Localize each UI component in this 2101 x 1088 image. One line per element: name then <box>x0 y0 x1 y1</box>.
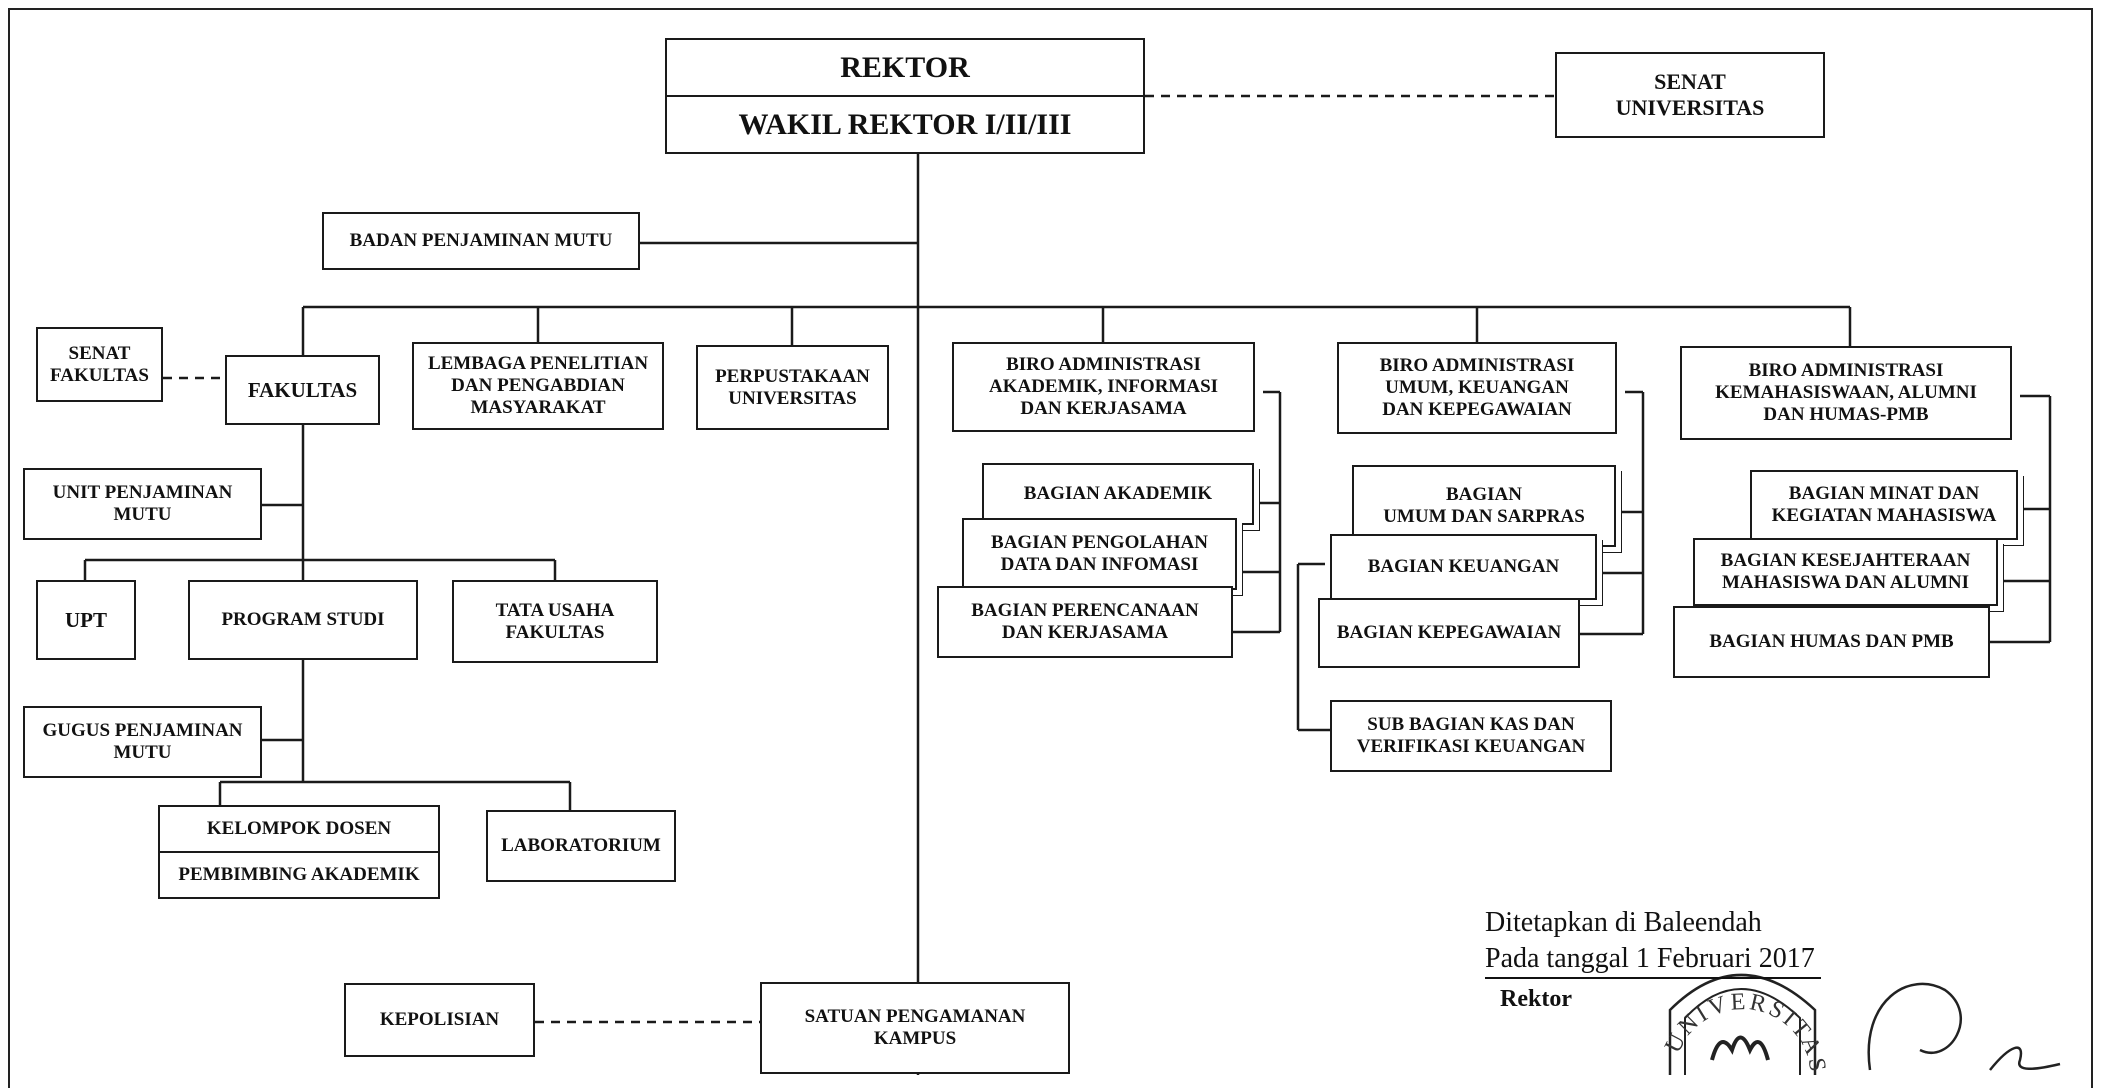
bagian-pengolahan-box: BAGIAN PENGOLAHAN DATA DAN INFOMASI <box>962 518 1237 590</box>
sub-bagian-kas-box: SUB BAGIAN KAS DAN VERIFIKASI KEUANGAN <box>1330 700 1612 772</box>
bagian-akademik-box: BAGIAN AKADEMIK <box>982 463 1254 525</box>
bagian-perencanaan-box: BAGIAN PERENCANAAN DAN KERJASAMA <box>937 586 1233 658</box>
signature-block: Ditetapkan di Baleendah Pada tanggal 1 F… <box>1485 905 2045 1017</box>
signature-date: Pada tanggal 1 Februari 2017 <box>1485 941 1821 979</box>
bagian-kepegawaian-box: BAGIAN KEPEGAWAIAN <box>1318 598 1580 668</box>
signature-title: Rektor <box>1500 986 1572 1012</box>
wakil-rektor-label: WAKIL REKTOR I/II/III <box>667 95 1143 152</box>
biro-umum-box: BIRO ADMINISTRASI UMUM, KEUANGAN DAN KEP… <box>1337 342 1617 434</box>
signature-scribble <box>1867 982 2061 1071</box>
signature-place: Ditetapkan di Baleendah <box>1485 907 1762 938</box>
bagian-humas-box: BAGIAN HUMAS DAN PMB <box>1673 606 1990 678</box>
tata-usaha-box: TATA USAHA FAKULTAS <box>452 580 658 663</box>
chart-frame <box>8 8 2093 1088</box>
fakultas-box: FAKULTAS <box>225 355 380 425</box>
kepolisian-box: KEPOLISIAN <box>344 983 535 1057</box>
senat-fakultas-box: SENAT FAKULTAS <box>36 327 163 402</box>
university-seal-stamp: UNIVERSITAS <box>1660 973 1828 1075</box>
kelompok-dosen-label: KELOMPOK DOSEN <box>206 818 392 839</box>
biro-akademik-box: BIRO ADMINISTRASI AKADEMIK, INFORMASI DA… <box>952 342 1255 432</box>
program-studi-box: PROGRAM STUDI <box>188 580 418 660</box>
perpustakaan-box: PERPUSTAKAAN UNIVERSITAS <box>696 345 889 430</box>
badan-penjaminan-mutu-box: BADAN PENJAMINAN MUTU <box>322 212 640 270</box>
senat-universitas-box: SENAT UNIVERSITAS <box>1555 52 1825 138</box>
rektor-box: REKTOR WAKIL REKTOR I/II/III <box>665 38 1145 154</box>
bagian-keuangan-box: BAGIAN KEUANGAN <box>1330 534 1597 600</box>
biro-kemahasiswaan-box: BIRO ADMINISTRASI KEMAHASISWAAN, ALUMNI … <box>1680 346 2012 440</box>
bagian-minat-box: BAGIAN MINAT DAN KEGIATAN MAHASISWA <box>1750 470 2018 540</box>
rektor-label: REKTOR <box>840 50 970 84</box>
pembimbing-akademik-label: PEMBIMBING AKADEMIK <box>160 851 438 897</box>
upt-box: UPT <box>36 580 136 660</box>
gugus-penjaminan-mutu-box: GUGUS PENJAMINAN MUTU <box>23 706 262 778</box>
bagian-kesejahteraan-box: BAGIAN KESEJAHTERAAN MAHASISWA DAN ALUMN… <box>1693 538 1998 606</box>
lembaga-penelitian-box: LEMBAGA PENELITIAN DAN PENGABDIAN MASYAR… <box>412 342 664 430</box>
laboratorium-box: LABORATORIUM <box>486 810 676 882</box>
satuan-pengamanan-box: SATUAN PENGAMANAN KAMPUS <box>760 982 1070 1074</box>
bagian-umum-sarpras-box: BAGIAN UMUM DAN SARPRAS <box>1352 465 1616 547</box>
unit-penjaminan-mutu-box: UNIT PENJAMINAN MUTU <box>23 468 262 540</box>
kelompok-dosen-box: KELOMPOK DOSEN PEMBIMBING AKADEMIK <box>158 805 440 899</box>
